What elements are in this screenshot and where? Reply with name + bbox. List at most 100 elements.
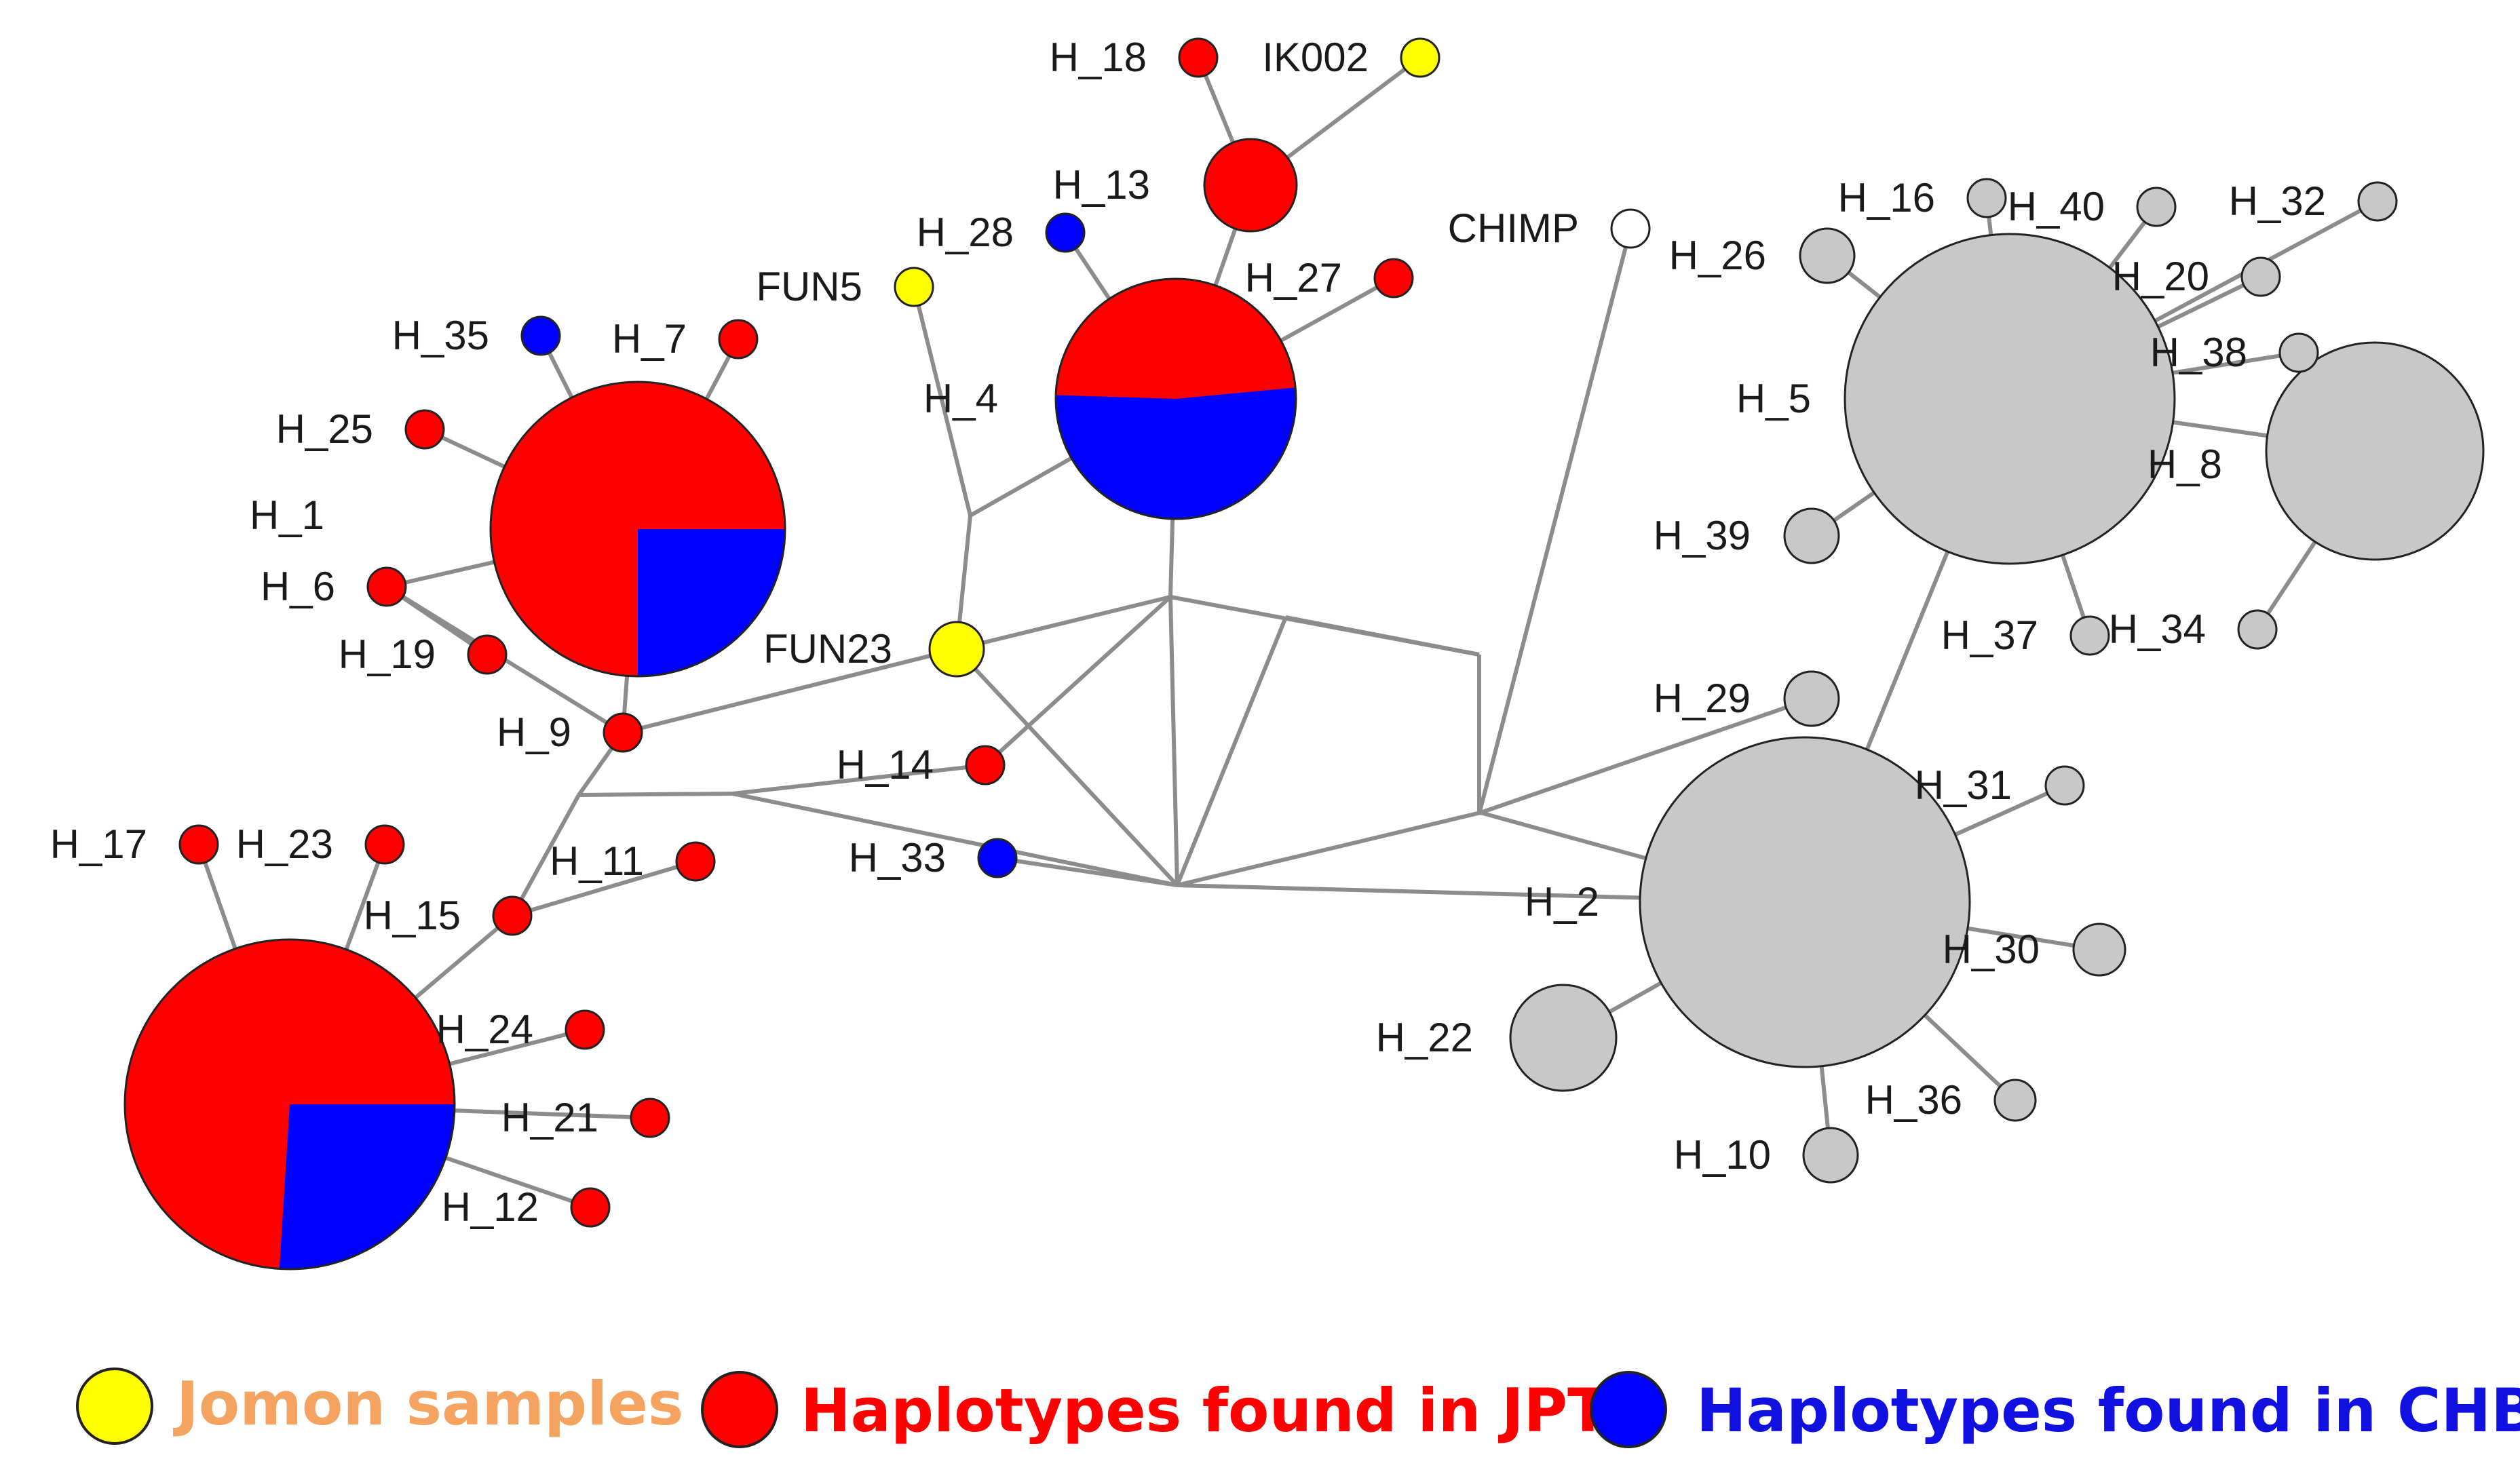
node-circle — [603, 712, 643, 753]
node-h_3 — [123, 938, 456, 1271]
node-h_14 — [965, 745, 1006, 786]
legend: Jomon samples Haplotypes found in JPT Ha… — [76, 1368, 2520, 1448]
node-label-h_2: H_2 — [1525, 879, 1599, 925]
node-h_17 — [178, 824, 219, 865]
pie-outline — [123, 938, 456, 1271]
edge-j_bottom-j_slant — [1175, 616, 1288, 887]
node-circle — [1783, 670, 1840, 727]
node-h_18 — [1178, 37, 1219, 78]
node-label-h_23: H_23 — [236, 821, 333, 867]
node-h_10 — [1802, 1127, 1859, 1184]
node-label-h_20: H_20 — [2112, 254, 2209, 299]
node-circle — [928, 621, 985, 678]
node-label-h_32: H_32 — [2229, 178, 2326, 224]
node-h_38 — [2278, 332, 2319, 373]
node-label-h_33: H_33 — [849, 835, 946, 880]
edge-j_right2-H_29 — [1480, 697, 1812, 815]
node-circle — [2357, 181, 2398, 222]
edge-H_33-j_bottom — [997, 856, 1178, 887]
node-circle — [1373, 258, 1414, 298]
edge-j_slant-j_right — [1285, 615, 1480, 657]
node-circle — [1639, 736, 1971, 1068]
node-label-h_37: H_37 — [1941, 613, 2038, 658]
node-h_33 — [977, 838, 1018, 878]
node-label-h_19: H_19 — [339, 632, 436, 677]
node-label-h_8: H_8 — [2147, 442, 2222, 487]
node-h_39 — [1783, 507, 1840, 564]
node-label-h_35: H_35 — [392, 313, 489, 358]
node-circle — [366, 566, 407, 607]
node-circle — [630, 1098, 670, 1138]
node-fun5 — [894, 267, 934, 307]
node-label-h_34: H_34 — [2109, 606, 2206, 652]
node-circle — [2265, 341, 2485, 561]
node-h_5 — [1844, 233, 2176, 565]
node-circle — [492, 895, 533, 936]
node-h_19 — [467, 634, 508, 675]
node-circle — [1045, 212, 1086, 253]
node-ik002 — [1400, 37, 1440, 78]
edge-FUN23-j_mid — [956, 595, 1171, 651]
node-label-h_15: H_15 — [364, 893, 461, 938]
node-h_11 — [675, 841, 716, 882]
node-label-h_36: H_36 — [1865, 1077, 1962, 1123]
node-circle — [675, 841, 716, 882]
node-label-h_30: H_30 — [1943, 927, 2040, 972]
edge-j_left2-j_bottom — [732, 792, 1178, 887]
node-h_40 — [2136, 187, 2177, 227]
node-circle — [894, 267, 934, 307]
node-h_23 — [364, 824, 405, 865]
node-circle — [1799, 227, 1856, 284]
node-fun23 — [928, 621, 985, 678]
node-h_16 — [1966, 178, 2007, 218]
node-h_9 — [603, 712, 643, 753]
node-label-h_40: H_40 — [2008, 184, 2105, 229]
node-circle — [2044, 765, 2085, 806]
node-label-h_38: H_38 — [2150, 330, 2247, 375]
node-label-fun23: FUN23 — [763, 626, 892, 672]
legend-chb-label: Haplotypes found in CHB — [1696, 1376, 2520, 1446]
legend-jpt-label: Haplotypes found in JPT — [801, 1376, 1608, 1446]
node-circle — [2278, 332, 2319, 373]
node-circle — [1802, 1127, 1859, 1184]
node-circle — [965, 745, 1006, 786]
node-label-h_27: H_27 — [1245, 255, 1342, 300]
node-h_25 — [404, 409, 445, 450]
edge-j_bottom-j_right2 — [1177, 811, 1481, 887]
node-h_6 — [366, 566, 407, 607]
node-label-h_31: H_31 — [1915, 762, 2012, 808]
node-circle — [467, 634, 508, 675]
edge-j_mid-j_bottom — [1168, 596, 1179, 886]
pie-outline — [1054, 277, 1297, 520]
node-circle — [565, 1009, 605, 1050]
node-label-h_26: H_26 — [1669, 233, 1766, 278]
node-label-h_29: H_29 — [1654, 676, 1751, 721]
node-circle — [2240, 256, 2281, 297]
node-label-h_12: H_12 — [442, 1184, 539, 1230]
node-labels: H_1H_3H_4H_2H_5H_8H_22H_10H_36H_30H_31H_… — [50, 35, 2326, 1230]
node-h_24 — [565, 1009, 605, 1050]
node-circle — [1844, 233, 2176, 565]
node-h_1 — [489, 381, 786, 678]
node-h_20 — [2240, 256, 2281, 297]
node-circle — [2072, 923, 2126, 977]
node-circle — [1178, 37, 1219, 78]
node-label-h_13: H_13 — [1053, 162, 1150, 208]
node-label-h_14: H_14 — [837, 742, 934, 788]
node-label-chimp: CHIMP — [1448, 206, 1579, 251]
node-h_30 — [2072, 923, 2126, 977]
node-label-h_11: H_11 — [550, 838, 644, 884]
node-circle — [1966, 178, 2007, 218]
network-nodes — [123, 37, 2485, 1271]
node-circle — [1993, 1079, 2037, 1122]
node-h_32 — [2357, 181, 2398, 222]
node-label-h_6: H_6 — [261, 564, 335, 609]
node-circle — [2136, 187, 2177, 227]
pie-chb-share — [279, 1104, 455, 1269]
node-h_35 — [520, 315, 561, 356]
node-chimp — [1610, 208, 1651, 249]
edge-j_left-j_left2 — [578, 792, 733, 797]
node-label-h_28: H_28 — [917, 210, 1014, 255]
node-label-h_17: H_17 — [50, 821, 147, 867]
node-h_4 — [1054, 277, 1297, 520]
